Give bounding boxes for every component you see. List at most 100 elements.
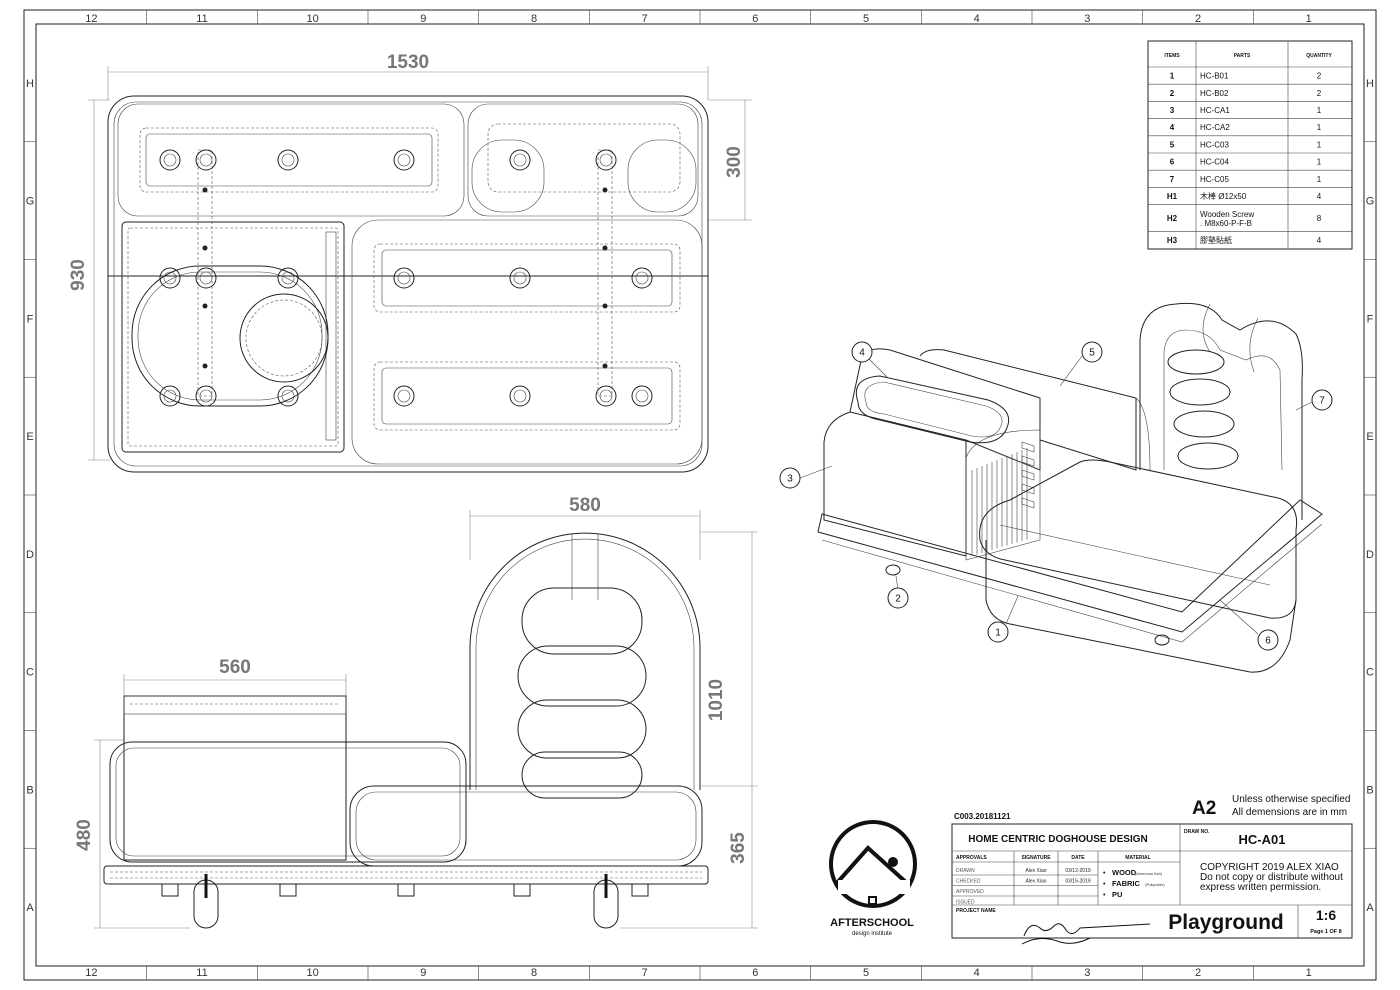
mount-hole-inner <box>513 389 527 403</box>
draw-no-label: DRAW NO. <box>1184 829 1210 835</box>
top-view-holes <box>159 149 653 407</box>
zone-row-label: H <box>1366 78 1374 90</box>
zone-column-label: 8 <box>531 967 537 979</box>
material-name: WOOD <box>1112 868 1137 877</box>
project-name: Playground <box>1168 911 1284 934</box>
screw-point <box>602 363 608 369</box>
mount-hole <box>595 149 617 171</box>
callout-number: 1 <box>995 628 1001 639</box>
screw-point <box>202 363 208 369</box>
approval-role: CHECKED <box>956 879 981 885</box>
zone-column-label: 9 <box>420 967 426 979</box>
part-item: 3 <box>1170 106 1175 115</box>
mount-hole-inner <box>163 271 177 285</box>
screw-point <box>202 245 208 251</box>
dim-front-block-height: 480 <box>74 819 95 851</box>
zone-row-label: F <box>1367 313 1374 325</box>
callout-number: 6 <box>1265 636 1271 647</box>
foot-block <box>397 883 415 897</box>
signature-scribble <box>1021 923 1151 945</box>
zone-column-label: 8 <box>531 13 537 25</box>
approval-role: DRAWN <box>956 868 975 874</box>
material-bullet: • <box>1103 870 1106 877</box>
zone-row-label: E <box>1366 431 1373 443</box>
foot-block <box>631 883 649 897</box>
part-name: HC-C05 <box>1200 175 1229 184</box>
zone-column-label: 3 <box>1084 13 1090 25</box>
vent-slat <box>1021 469 1035 481</box>
draw-no: HC-A01 <box>1239 832 1286 847</box>
mount-hole <box>631 385 653 407</box>
mount-hole <box>509 267 531 289</box>
foot-block <box>513 883 531 897</box>
units-note-1: Unless otherwise specified <box>1232 794 1350 805</box>
copyright-2: Do not copy or distribute without <box>1200 872 1343 883</box>
part-name-line2: . M8x60-P-F-B <box>1200 219 1252 228</box>
mount-hole-inner <box>199 271 213 285</box>
screw-point <box>602 187 608 193</box>
zone-column-label: 9 <box>420 13 426 25</box>
zone-row-label: B <box>26 784 33 796</box>
logo-name: AFTERSCHOOL <box>830 917 914 929</box>
doc-code: C003.20181121 <box>954 812 1011 821</box>
material-name: FABRIC <box>1112 879 1141 888</box>
mount-hole <box>195 385 217 407</box>
zone-row-label: C <box>1366 667 1374 679</box>
part-quantity: 4 <box>1317 192 1322 201</box>
callout-bubble <box>887 587 909 609</box>
zone-row-label: C <box>26 667 34 679</box>
mount-hole <box>195 149 217 171</box>
zone-row-label: H <box>26 78 34 90</box>
part-item: 2 <box>1170 89 1175 98</box>
approvals-header: APPROVALS <box>956 855 987 861</box>
material-note: (American Ash) <box>1135 871 1163 876</box>
part-item: 7 <box>1170 175 1175 184</box>
mount-hole-inner <box>397 271 411 285</box>
mount-hole-inner <box>281 153 295 167</box>
mount-hole-inner <box>163 153 177 167</box>
zone-row-label: D <box>1366 549 1374 561</box>
zone-column-label: 11 <box>196 13 207 25</box>
approval-date: 03/12-2019 <box>1065 868 1091 874</box>
mount-hole <box>393 267 415 289</box>
mount-hole <box>277 267 299 289</box>
zone-row-label: F <box>27 313 34 325</box>
title-block: C003.20181121 A2 Unless otherwise specif… <box>951 794 1353 945</box>
zone-column-label: 4 <box>974 967 980 979</box>
screw-point <box>202 303 208 309</box>
mount-hole <box>393 149 415 171</box>
mount-hole <box>595 385 617 407</box>
zone-row-label: E <box>26 431 33 443</box>
material-note: (Polyester) <box>1145 882 1165 887</box>
screw-point <box>602 245 608 251</box>
part-quantity: 8 <box>1317 214 1322 223</box>
part-item: H1 <box>1167 192 1178 201</box>
zone-row-label: G <box>1366 196 1375 208</box>
part-name: Wooden Screw <box>1200 210 1254 219</box>
approval-role: APPROVED <box>956 889 984 895</box>
mount-hole-inner <box>281 389 295 403</box>
foot-block <box>279 883 297 897</box>
part-name: HC-CA1 <box>1200 106 1230 115</box>
part-quantity: 1 <box>1317 140 1322 149</box>
zone-column-label: 4 <box>974 13 980 25</box>
vent-slat <box>1021 497 1035 509</box>
mount-hole-inner <box>513 271 527 285</box>
parts-table-grid <box>1148 41 1352 249</box>
zone-column-label: 2 <box>1195 967 1201 979</box>
units-note-2: All demensions are in mm <box>1232 807 1347 818</box>
logo-mark <box>829 820 917 908</box>
mount-hole <box>631 267 653 289</box>
part-item: 1 <box>1170 72 1175 81</box>
